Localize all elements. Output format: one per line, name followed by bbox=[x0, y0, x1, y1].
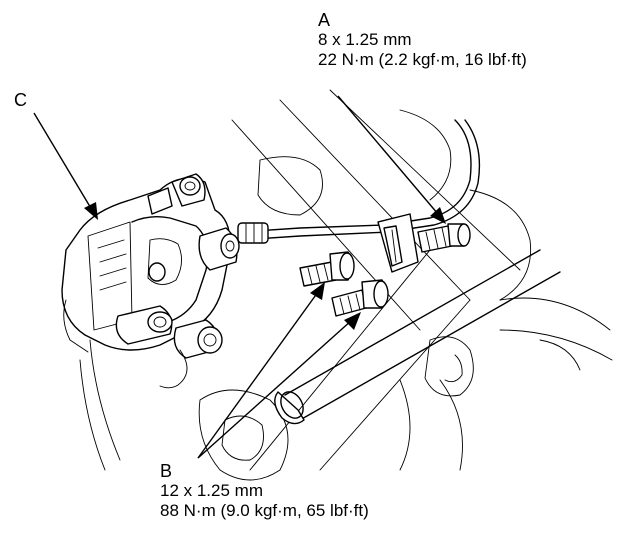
leader-a bbox=[337, 95, 446, 224]
bolt-b-upper bbox=[299, 251, 355, 287]
callout-c-letter: C bbox=[14, 90, 27, 110]
callout-a: A 8 x 1.25 mm 22 N·m (2.2 kgf·m, 16 lbf·… bbox=[318, 10, 527, 70]
callout-b-letter: B bbox=[160, 461, 173, 481]
leader-c bbox=[33, 112, 98, 220]
callout-b-torque: 88 N·m (9.0 kgf·m, 65 lbf·ft) bbox=[160, 501, 369, 520]
callout-a-torque: 22 N·m (2.2 kgf·m, 16 lbf·ft) bbox=[318, 50, 527, 69]
callout-c: C bbox=[14, 90, 27, 110]
brake-caliper bbox=[61, 173, 240, 389]
callout-a-bolt-size: 8 x 1.25 mm bbox=[318, 30, 412, 49]
hose-bracket bbox=[377, 213, 419, 273]
suspension-background bbox=[79, 89, 613, 481]
leader-b bbox=[197, 282, 361, 459]
brake-hose bbox=[237, 119, 481, 244]
bolt-a bbox=[417, 223, 471, 253]
bolt-b-lower bbox=[331, 279, 389, 317]
lower-arm bbox=[274, 249, 561, 425]
callout-b: B 12 x 1.25 mm 88 N·m (9.0 kgf·m, 65 lbf… bbox=[160, 461, 369, 521]
callout-b-bolt-size: 12 x 1.25 mm bbox=[160, 481, 263, 500]
callout-a-letter: A bbox=[318, 10, 331, 30]
